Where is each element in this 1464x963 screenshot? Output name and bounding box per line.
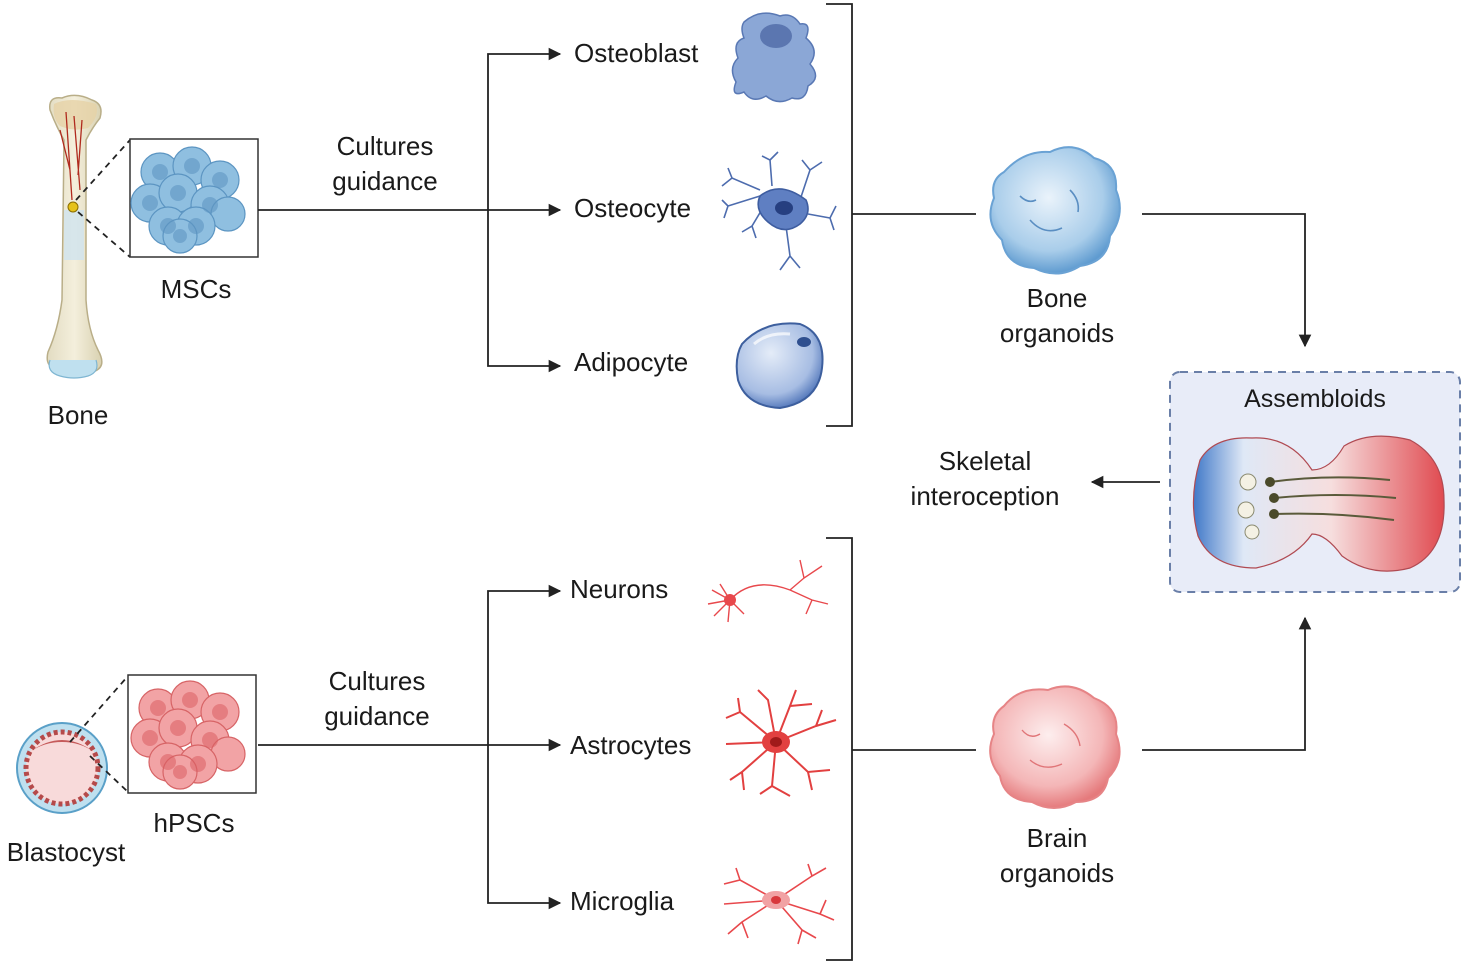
top-guidance-line1: Cultures	[336, 131, 434, 161]
astrocytes-label: Astrocytes	[570, 730, 692, 760]
mscs-label: MSCs	[160, 274, 232, 304]
microglia-icon	[723, 863, 835, 945]
adipocyte-label: Adipocyte	[574, 347, 689, 377]
neurons-label: Neurons	[570, 574, 669, 604]
bone-organoids-line2: organoids	[999, 318, 1115, 348]
bone-organoid-icon	[989, 146, 1121, 275]
neuron-icon	[707, 559, 829, 623]
zoom-line-lower	[77, 211, 131, 258]
brain-organoids-line2: organoids	[999, 858, 1115, 888]
bottom-guidance-line1: Cultures	[328, 666, 426, 696]
zoom-line-upper	[75, 139, 131, 201]
blastocyst-label: Blastocyst	[6, 837, 126, 867]
zoom-line-lower-2	[89, 755, 129, 793]
microglia-label: Microglia	[570, 886, 675, 916]
zoom-line-upper-2	[69, 675, 129, 743]
bone-label: Bone	[47, 400, 109, 430]
hpscs-label: hPSCs	[153, 808, 235, 838]
top-branch-lines	[258, 3, 1312, 427]
brain-organoids-line1: Brain	[1026, 823, 1088, 853]
osteocyte-icon	[721, 151, 837, 271]
hpscs-cluster	[127, 674, 257, 794]
adipocyte-icon	[735, 322, 824, 410]
bone-icon	[46, 94, 103, 379]
bone-organoids-line1: Bone	[1026, 283, 1088, 313]
skeletal-interoception-line1: Skeletal	[938, 446, 1032, 476]
assembloids-title: Assembloids	[1244, 385, 1386, 413]
mscs-cluster	[129, 138, 259, 258]
bottom-guidance-line2: guidance	[324, 701, 430, 731]
osteoblast-icon	[731, 12, 817, 103]
brain-organoid-icon	[989, 685, 1121, 809]
astrocyte-icon	[725, 689, 837, 797]
osteocyte-label: Osteocyte	[574, 193, 692, 223]
osteoblast-label: Osteoblast	[574, 38, 699, 68]
blastocyst-icon	[16, 722, 108, 814]
assembloids-box	[1169, 371, 1461, 593]
skeletal-interoception-line2: interoception	[910, 481, 1060, 511]
bottom-branch-lines	[258, 537, 1312, 961]
top-guidance-line2: guidance	[332, 166, 438, 196]
